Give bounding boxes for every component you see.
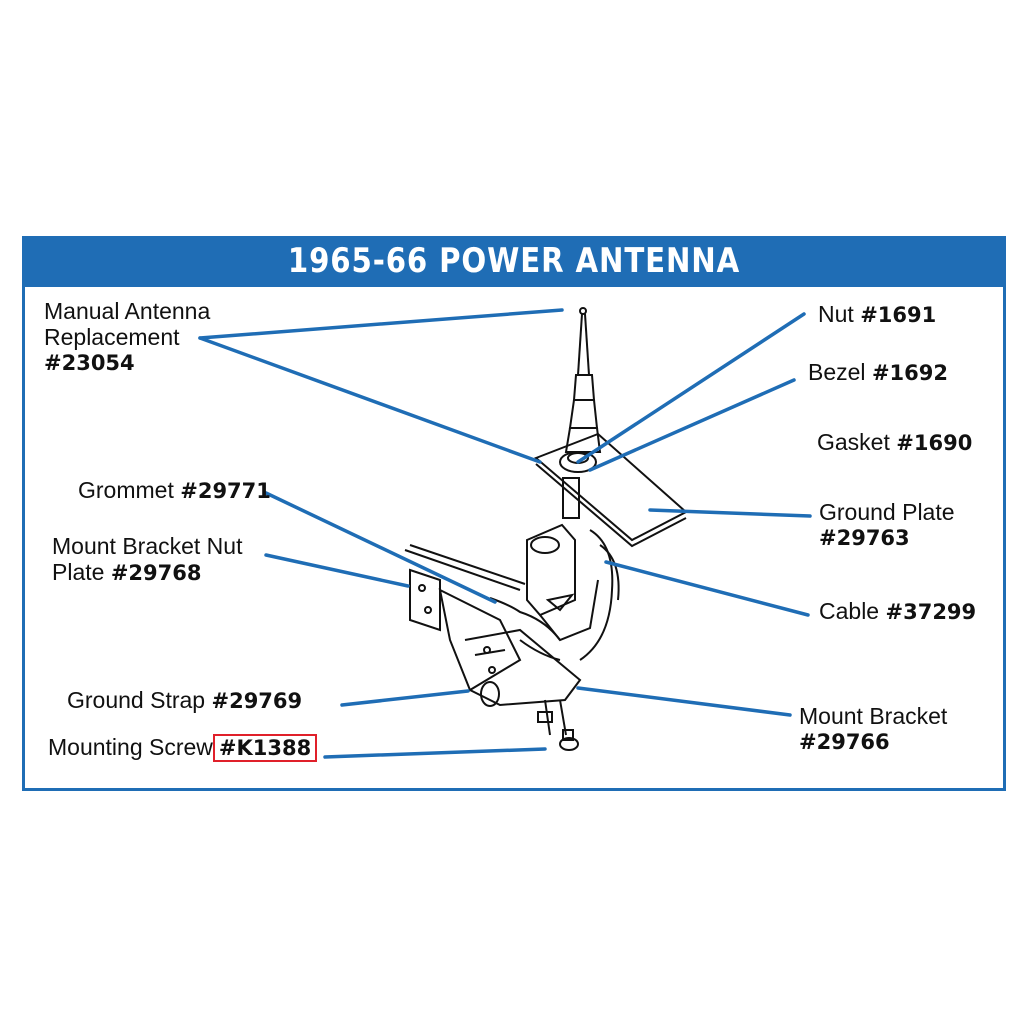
title-banner: 1965-66 POWER ANTENNA	[22, 236, 1006, 287]
ground-plate-part: #29763	[819, 526, 910, 550]
mount-bracket-name: Mount Bracket	[799, 703, 948, 729]
cable-name: Cable	[819, 598, 880, 624]
label-manual-antenna: Manual Antenna Replacement #23054	[44, 298, 210, 376]
diagram-frame	[22, 236, 1006, 791]
label-bezel: Bezel #1692	[808, 359, 948, 386]
label-cable: Cable #37299	[819, 598, 976, 625]
bracket-drawing	[404, 544, 582, 751]
bezel-name: Bezel	[808, 359, 866, 385]
label-ground-strap: Ground Strap #29769	[67, 687, 302, 714]
label-mount-bracket: Mount Bracket #29766	[799, 703, 947, 755]
grommet-name: Grommet	[78, 477, 174, 503]
mount-bracket-part: #29766	[799, 730, 890, 754]
label-nut: Nut #1691	[818, 301, 936, 328]
bezel-part: #1692	[871, 361, 948, 385]
label-mounting-screw: Mounting Screw#K1388	[48, 734, 318, 762]
antenna-mast-drawing	[559, 307, 602, 473]
label-gasket: Gasket #1690	[817, 429, 972, 456]
label-ground-plate: Ground Plate #29763	[819, 499, 955, 551]
diagram-title: 1965-66 POWER ANTENNA	[287, 241, 741, 281]
manual-antenna-part: #23054	[44, 351, 135, 375]
motor-drawing	[526, 477, 620, 661]
ground-plate-drawing	[534, 432, 688, 548]
label-grommet: Grommet #29771	[78, 477, 271, 504]
gasket-part: #1690	[896, 431, 973, 455]
mounting-screw-part-highlight: #K1388	[212, 734, 318, 762]
nut-part: #1691	[860, 303, 937, 327]
nut-plate-line1: Mount Bracket Nut	[52, 533, 243, 559]
manual-antenna-line2: Replacement	[44, 324, 180, 350]
nut-plate-part: #29768	[110, 561, 202, 585]
mounting-screw-name: Mounting Screw	[48, 734, 213, 760]
cable-part: #37299	[885, 600, 977, 624]
ground-plate-name: Ground Plate	[819, 499, 955, 525]
manual-antenna-line1: Manual Antenna	[44, 298, 211, 324]
label-mount-bracket-nut-plate: Mount Bracket Nut Plate #29768	[52, 533, 242, 586]
grommet-part: #29771	[180, 479, 271, 503]
ground-strap-part: #29769	[211, 689, 303, 713]
leader-lines	[198, 308, 812, 759]
nut-name: Nut	[818, 301, 854, 327]
nut-plate-line2: Plate	[52, 559, 105, 585]
gasket-name: Gasket	[817, 429, 890, 455]
ground-strap-name: Ground Strap	[67, 687, 206, 713]
